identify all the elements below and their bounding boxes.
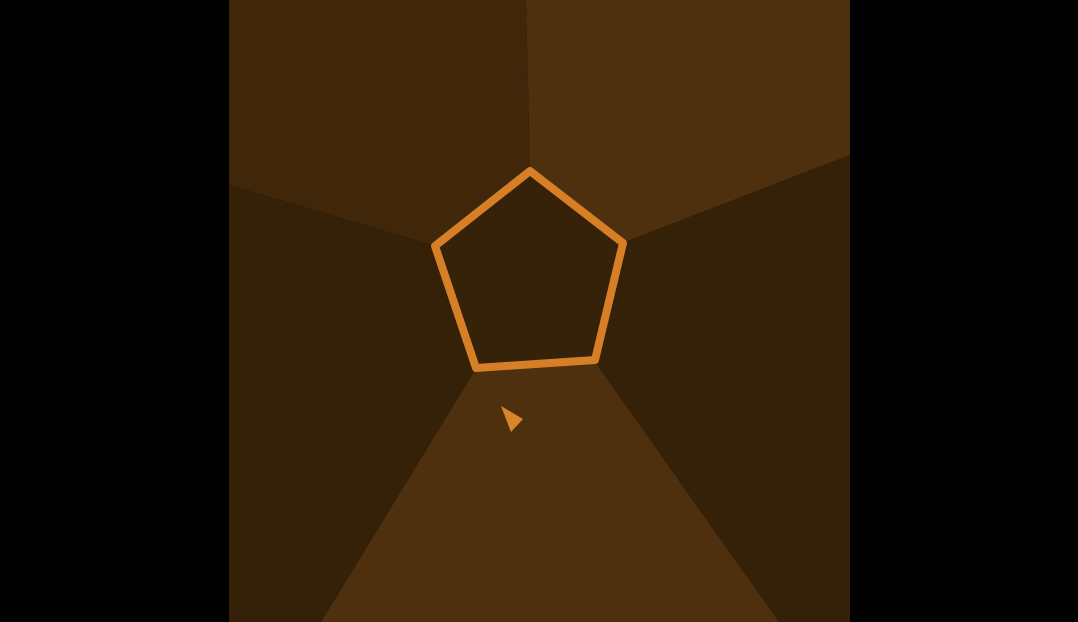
sector-left xyxy=(229,185,475,622)
game-canvas[interactable] xyxy=(229,0,850,622)
letterbox-left xyxy=(0,0,229,622)
sector-right xyxy=(595,155,850,622)
sector-top-left xyxy=(229,0,530,246)
letterbox-right xyxy=(850,0,1078,622)
sector-top-right xyxy=(526,0,850,242)
sector-bottom xyxy=(321,362,779,622)
player-cursor-icon xyxy=(501,406,523,432)
center-pentagon xyxy=(431,167,627,372)
game-field-svg xyxy=(229,0,850,622)
